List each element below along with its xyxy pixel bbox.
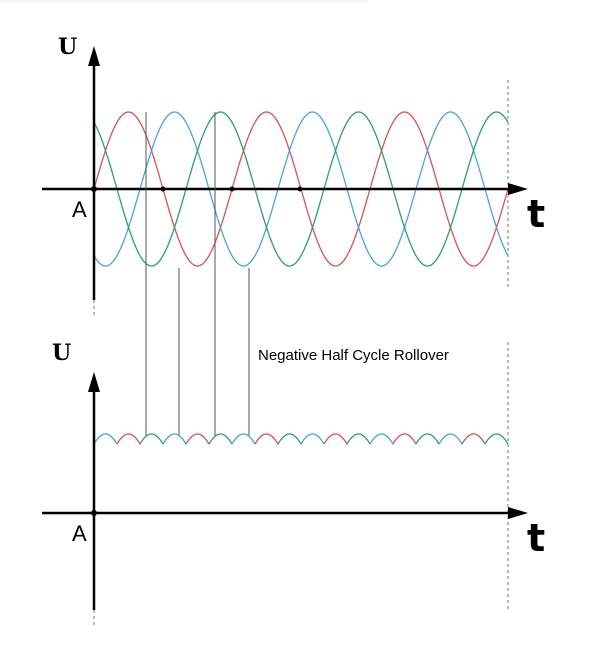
crossing-dot <box>160 186 166 192</box>
crossing-dot <box>229 186 235 192</box>
top-plot: U t A <box>42 34 545 300</box>
top-y-axis-label: U <box>58 34 77 60</box>
rectified-segment-3 <box>346 433 371 445</box>
top-y-arrow <box>88 46 100 66</box>
rectified-segment-3 <box>484 433 509 445</box>
bottom-x-arrow <box>508 507 528 519</box>
rectified-segment-1 <box>185 433 210 445</box>
rectified-segment-1 <box>116 433 142 446</box>
phase-3-wave <box>93 111 509 267</box>
bottom-x-axis-label: t <box>527 516 545 560</box>
rectified-segment-1 <box>254 433 280 446</box>
rectified-segment-1 <box>323 433 349 446</box>
rectified-segment-1 <box>461 433 486 445</box>
rectified-segment-1 <box>392 433 417 445</box>
top-origin-label: A <box>72 197 87 222</box>
origin-dot <box>91 186 97 192</box>
phase-2-wave <box>93 111 509 267</box>
rectified-segment-3 <box>415 433 440 445</box>
top-x-axis-label: t <box>527 192 545 236</box>
rectified-segment-2 <box>369 433 395 446</box>
bottom-y-arrow <box>88 372 100 392</box>
top-x-arrow <box>508 183 528 195</box>
bottom-y-axis-label: U <box>52 340 71 366</box>
rectified-segment-3 <box>277 433 302 445</box>
projection-lines <box>145 112 250 436</box>
rectified-segment-2 <box>162 433 188 446</box>
rectified-output <box>93 433 509 446</box>
bottom-origin-label: A <box>72 521 87 546</box>
rectified-segment-2 <box>438 433 464 446</box>
rectified-segment-3 <box>139 433 164 445</box>
rectified-segment-3 <box>208 433 233 445</box>
rectified-segment-2 <box>93 433 118 445</box>
rectified-segment-2 <box>300 433 325 445</box>
rectified-segment-2 <box>231 433 256 445</box>
crossing-dot <box>297 186 303 192</box>
bottom-plot: U t A <box>42 340 545 610</box>
annotation-label: Negative Half Cycle Rollover <box>258 347 449 364</box>
origin-dot <box>91 510 97 516</box>
